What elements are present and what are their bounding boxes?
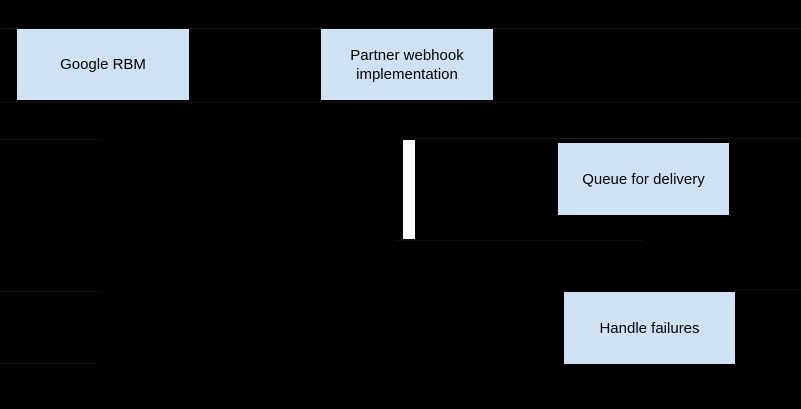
faint-connector-line bbox=[415, 138, 801, 139]
faint-connector-line bbox=[0, 28, 801, 29]
node-partner-webhook: Partner webhook implementation bbox=[321, 29, 493, 100]
faint-connector-line bbox=[0, 139, 102, 140]
node-handle-failures: Handle failures bbox=[564, 292, 735, 364]
faint-connector-line bbox=[0, 102, 801, 103]
node-handle-failures-label: Handle failures bbox=[599, 319, 700, 337]
faint-connector-line bbox=[395, 240, 643, 241]
node-queue-for-delivery-label: Queue for delivery bbox=[582, 170, 705, 188]
activation-bar bbox=[403, 140, 415, 239]
node-partner-webhook-label: Partner webhook implementation bbox=[350, 46, 464, 83]
node-google-rbm: Google RBM bbox=[17, 29, 189, 100]
faint-connector-line bbox=[0, 363, 97, 364]
node-google-rbm-label: Google RBM bbox=[60, 56, 146, 73]
node-queue-for-delivery: Queue for delivery bbox=[558, 143, 729, 215]
faint-connector-line bbox=[735, 289, 801, 290]
faint-connector-line bbox=[0, 291, 102, 292]
